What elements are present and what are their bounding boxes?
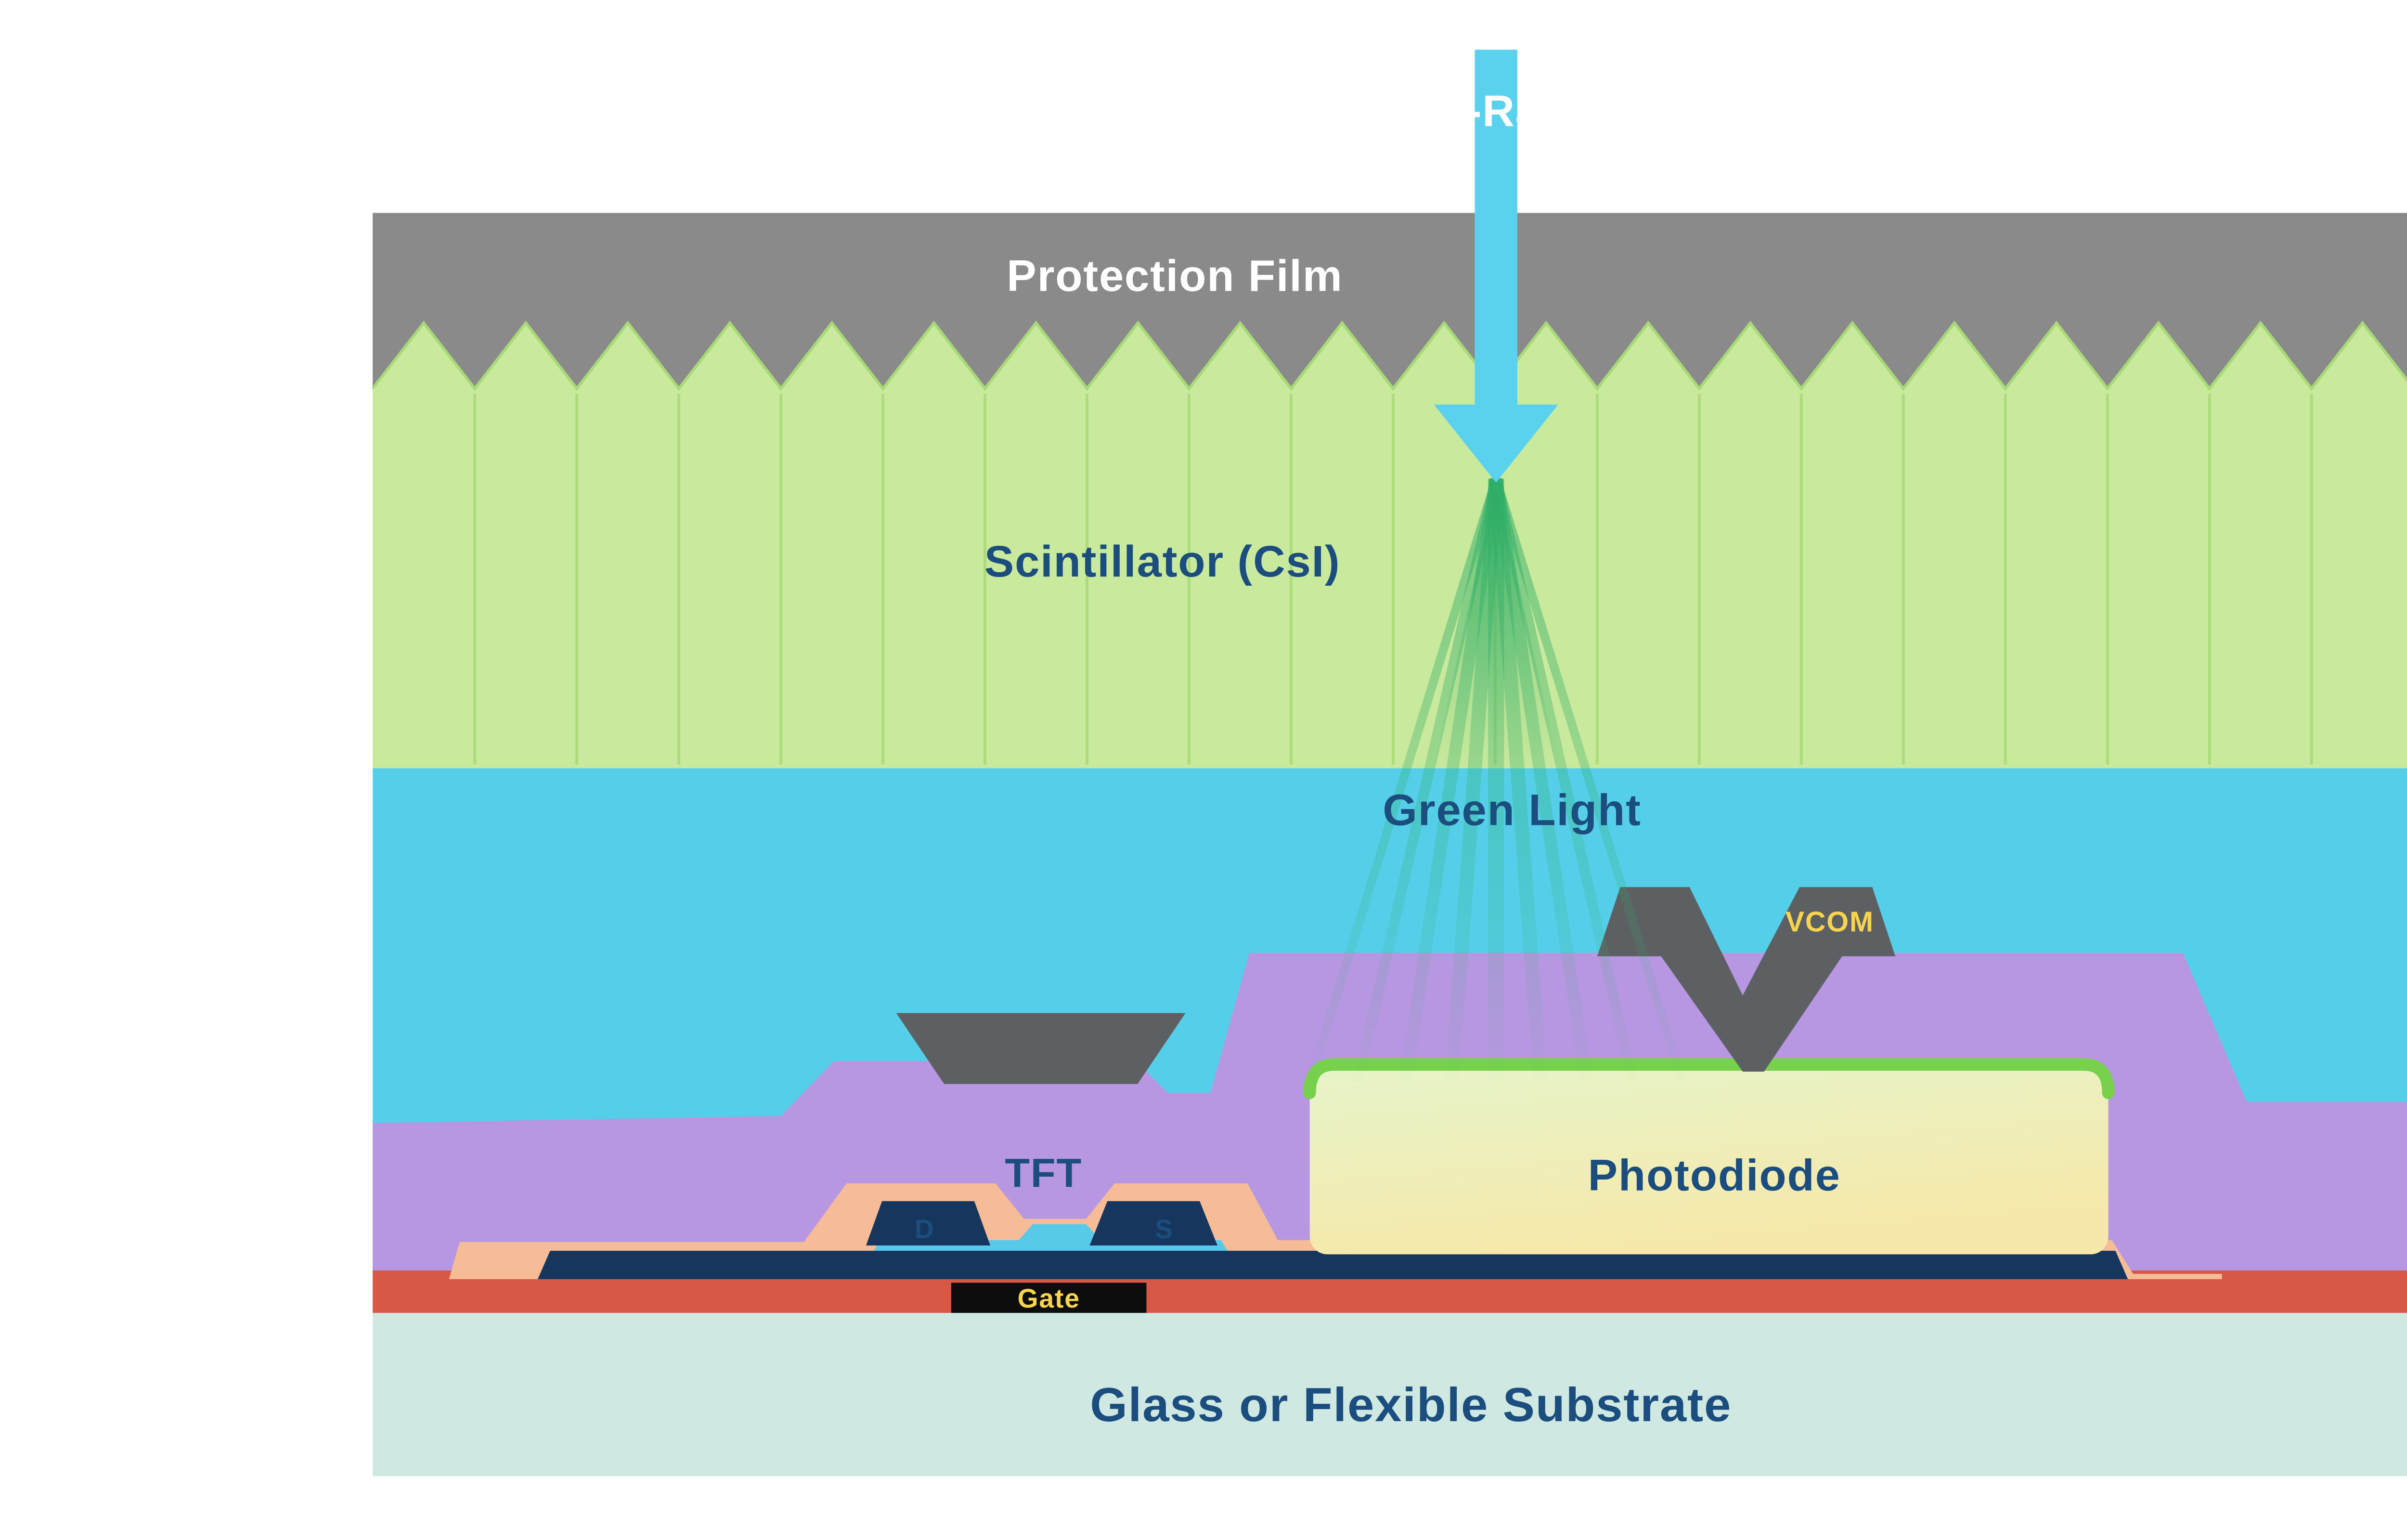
drain-electrode [866, 1201, 991, 1245]
bottom-electrode [538, 1251, 2128, 1280]
drain-label: D [915, 1214, 935, 1244]
green-light-label: Green Light [1383, 785, 1641, 834]
scintillator-peaks-outline [371, 321, 2407, 391]
source-label: S [1155, 1214, 1174, 1244]
xray-arrow [1434, 50, 1558, 483]
gate-electrode [951, 1283, 1147, 1313]
protection-film-label: Protection Film [1007, 251, 1343, 301]
green-light-rays [1305, 477, 1687, 1086]
substrate-layer [373, 1311, 2407, 1476]
scintillator-layer [373, 322, 2407, 769]
xray-label: X-Ray [1436, 86, 1566, 136]
bias-electrode [896, 1013, 1186, 1084]
photodiode-body [1309, 1064, 2109, 1255]
tft-label: TFT [1005, 1150, 1082, 1195]
photodiode-label: Photodiode [1588, 1151, 1841, 1200]
vcom-label: VCOM [1786, 906, 1874, 937]
gate-label: Gate [1018, 1283, 1080, 1313]
scintillator-label: Scintillator (CsI) [984, 537, 1341, 586]
substrate-label: Glass or Flexible Substrate [1090, 1378, 1732, 1432]
source-electrode [1089, 1201, 1217, 1245]
vcom-electrode [1597, 887, 1896, 1072]
protection-film-layer [373, 213, 2407, 391]
